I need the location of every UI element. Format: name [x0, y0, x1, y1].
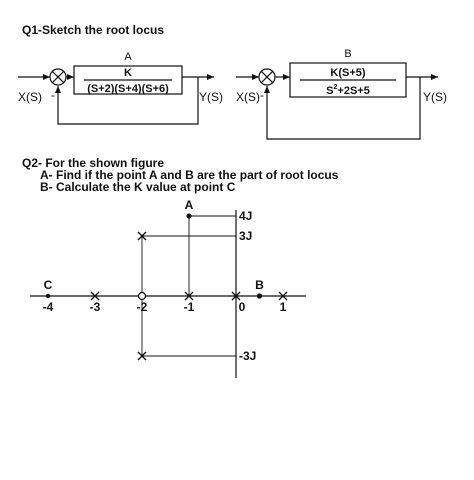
feedback-path-a	[55, 77, 199, 125]
zero-marker	[137, 291, 147, 301]
feedback-path-b	[264, 77, 421, 140]
y-tick-label: -3J	[239, 349, 256, 363]
x-tick-label: -1	[184, 300, 195, 314]
pole-marker	[278, 291, 288, 301]
pole-marker	[137, 231, 147, 241]
q1-title: Q1-Sketch the root locus	[22, 23, 165, 37]
x-tick-label: -3	[90, 300, 101, 314]
block-diagram-b	[236, 62, 438, 140]
point-c-dot	[45, 293, 51, 299]
pole-marker	[184, 291, 194, 301]
diagram-a-numerator: K	[124, 67, 132, 79]
y-tick-label: 3J	[239, 229, 252, 243]
diagram-a-input: X(S)	[18, 90, 42, 104]
s-plane: -4 -3 -2 -1 0 1 4J 3J -3J A B C	[30, 198, 306, 378]
pole-marker	[137, 351, 147, 361]
diagram-a-label: A	[124, 51, 132, 63]
diagram-b-minus-sign: -	[260, 88, 264, 102]
diagram-a-denominator: (S+2)(S+4)(S+6)	[87, 83, 169, 95]
diagram-b-output: Y(S)	[423, 90, 447, 104]
diagram-b-denominator: S2+2S+5	[326, 84, 370, 97]
y-tick-label: 4J	[239, 209, 252, 223]
q2-item-b: B- Calculate the K value at point C	[40, 180, 236, 194]
diagram-b-input: X(S)	[236, 90, 260, 104]
diagram-a-minus-sign: -	[51, 88, 55, 102]
pole-marker	[90, 291, 100, 301]
pole-marker	[231, 291, 241, 301]
x-tick-label: -4	[43, 300, 54, 314]
point-b-label: B	[255, 278, 264, 292]
diagram-a-output: Y(S)	[199, 90, 223, 104]
point-b-dot	[256, 293, 263, 299]
point-a-dot	[186, 213, 192, 219]
x-tick-label: 1	[280, 300, 287, 314]
diagram-b-numerator: K(S+5)	[330, 67, 365, 79]
point-c-label: C	[44, 278, 53, 292]
transfer-block-a	[73, 65, 183, 95]
x-tick-label: -2	[137, 300, 148, 314]
q2-item-a: A- Find if the point A and B are the par…	[40, 168, 339, 182]
diagram-b-label: B	[344, 48, 351, 60]
transfer-block-b	[289, 62, 407, 98]
q2-title: Q2- For the shown figure	[22, 156, 165, 170]
block-diagram-a	[18, 65, 214, 125]
x-tick-label: 0	[239, 300, 246, 314]
point-a-label: A	[185, 198, 194, 212]
